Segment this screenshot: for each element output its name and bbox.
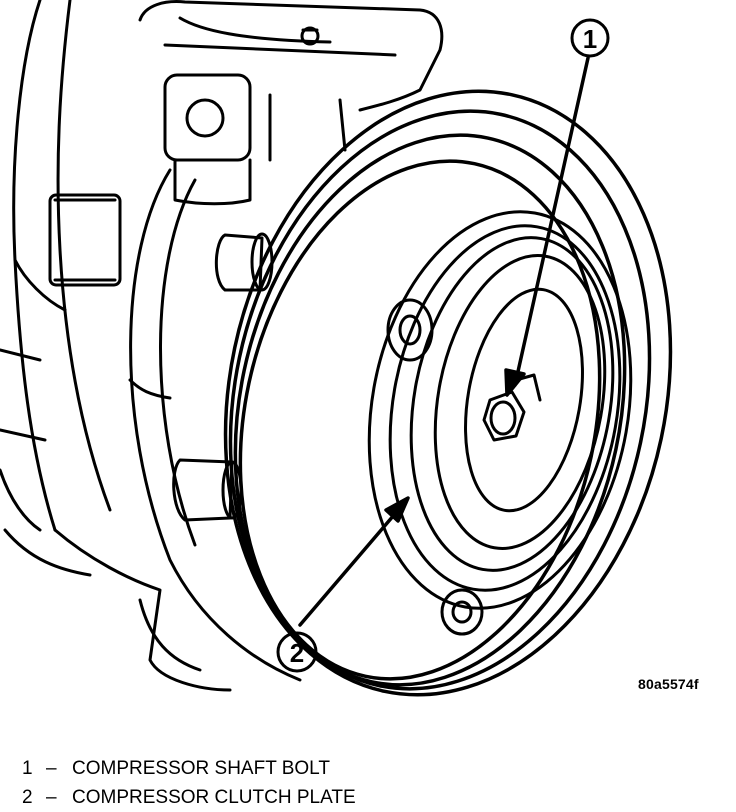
callout-2 [276,631,318,673]
legend-item: 2–COMPRESSOR CLUTCH PLATE [22,783,356,812]
side-bosses [138,232,274,672]
compressor-clutch-illustration: 1 2 [0,0,673,697]
legend-item-label: COMPRESSOR CLUTCH PLATE [72,787,356,808]
legend-item: 1–COMPRESSOR SHAFT BOLT [22,754,356,783]
front-housing [128,168,302,682]
mounting-bracket [138,0,444,206]
callout-1 [570,18,610,58]
clutch-plate [367,210,633,636]
legend: 1–COMPRESSOR SHAFT BOLT 2–COMPRESSOR CLU… [22,754,356,812]
compressor-body [0,0,232,692]
legend-separator: – [46,787,57,808]
legend-item-label: COMPRESSOR SHAFT BOLT [72,758,330,779]
leader-lines [298,56,590,627]
legend-separator: – [46,758,57,779]
legend-item-number: 2 [22,787,33,808]
figure-reference-code: 80a5574f [638,676,699,692]
callout-2-number: 2 [290,638,304,668]
callout-1-number: 1 [583,24,597,54]
pulley [223,89,673,697]
legend-item-number: 1 [22,758,33,779]
